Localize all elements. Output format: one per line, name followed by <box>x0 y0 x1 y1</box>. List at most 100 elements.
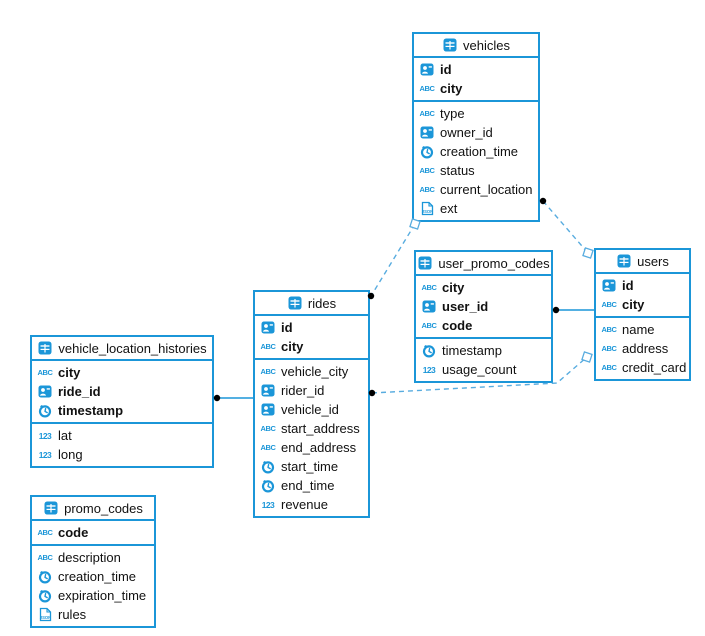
table-icon <box>287 296 303 311</box>
table-header[interactable]: vehicle_location_histories <box>32 337 212 361</box>
relationship-user_promo_codes-users <box>552 306 594 314</box>
table-header[interactable]: promo_codes <box>32 497 154 521</box>
column-label: ride_id <box>58 384 101 399</box>
relationship-vehicles-users <box>539 197 594 259</box>
column-row: start_time <box>255 457 368 476</box>
table-title: user_promo_codes <box>438 255 550 271</box>
table-icon <box>417 256 433 271</box>
time-icon <box>421 343 437 358</box>
person-id-icon <box>419 62 435 77</box>
column-label: end_time <box>281 478 335 493</box>
table-icon <box>43 501 59 516</box>
column-row: owner_id <box>414 123 538 142</box>
column-label: owner_id <box>440 125 493 140</box>
column-label: city <box>58 365 81 380</box>
relationship-line <box>370 223 416 297</box>
relationship-endpoint-square <box>581 351 593 363</box>
abc-icon: ABC <box>260 424 276 433</box>
abc-icon: ABC <box>419 109 435 118</box>
number-icon: 123 <box>38 449 52 460</box>
relationship-endpoint-dot <box>552 306 560 314</box>
column-row: ABC address <box>596 339 689 358</box>
column-label: usage_count <box>442 362 517 377</box>
abc-icon: ABC <box>419 166 435 175</box>
column-label: status <box>440 163 475 178</box>
person-id-icon <box>421 299 437 314</box>
table-title: vehicle_location_histories <box>58 340 207 356</box>
column-label: rider_id <box>281 383 325 398</box>
table-icon <box>442 38 458 53</box>
person-id-icon <box>419 125 435 140</box>
column-row: creation_time <box>32 567 154 586</box>
column-label: code <box>58 525 89 540</box>
column-label: address <box>622 341 669 356</box>
relationship-endpoint-dot <box>539 197 547 205</box>
abc-icon: ABC <box>601 344 617 353</box>
abc-icon: ABC <box>37 528 53 537</box>
column-label: creation_time <box>440 144 519 159</box>
abc-icon: ABC <box>601 325 617 334</box>
column-label: city <box>442 280 465 295</box>
column-label: code <box>442 318 473 333</box>
column-label: description <box>58 550 121 565</box>
number-icon: 123 <box>422 364 436 375</box>
table-header[interactable]: vehicles <box>414 34 538 58</box>
table-header[interactable]: user_promo_codes <box>416 252 551 276</box>
column-row: ABC vehicle_city <box>255 362 368 381</box>
column-label: ext <box>440 201 458 216</box>
abc-icon: ABC <box>37 368 53 377</box>
column-label: type <box>440 106 465 121</box>
json-icon: JSON <box>419 201 435 216</box>
column-row: ABC description <box>32 548 154 567</box>
key-column-row: id <box>414 60 538 79</box>
time-icon <box>37 569 53 584</box>
table-header[interactable]: rides <box>255 292 368 316</box>
column-label: vehicle_city <box>281 364 349 379</box>
person-id-icon <box>260 402 276 417</box>
time-icon <box>260 478 276 493</box>
column-row: end_time <box>255 476 368 495</box>
column-label: timestamp <box>58 403 124 418</box>
table-title: promo_codes <box>64 500 143 516</box>
person-id-icon <box>260 320 276 335</box>
abc-icon: ABC <box>601 363 617 372</box>
table-title: vehicles <box>463 37 510 53</box>
key-column-row: ride_id <box>32 382 212 401</box>
column-row: JSON ext <box>414 199 538 218</box>
abc-icon: ABC <box>421 283 437 292</box>
svg-text:JSON: JSON <box>39 615 50 620</box>
abc-icon: ABC <box>260 367 276 376</box>
abc-icon: ABC <box>260 342 276 351</box>
person-id-icon <box>37 384 53 399</box>
primary-key-section: ABC code <box>32 521 154 546</box>
column-label: city <box>281 339 304 354</box>
abc-icon: ABC <box>260 443 276 452</box>
person-id-icon <box>260 383 276 398</box>
table-title: rides <box>307 295 337 311</box>
key-column-row: ABC city <box>416 278 551 297</box>
column-row: 123 usage_count <box>416 360 551 379</box>
key-column-row: id <box>255 318 368 337</box>
column-label: revenue <box>281 497 328 512</box>
table-header[interactable]: users <box>596 250 689 274</box>
abc-icon: ABC <box>37 553 53 562</box>
